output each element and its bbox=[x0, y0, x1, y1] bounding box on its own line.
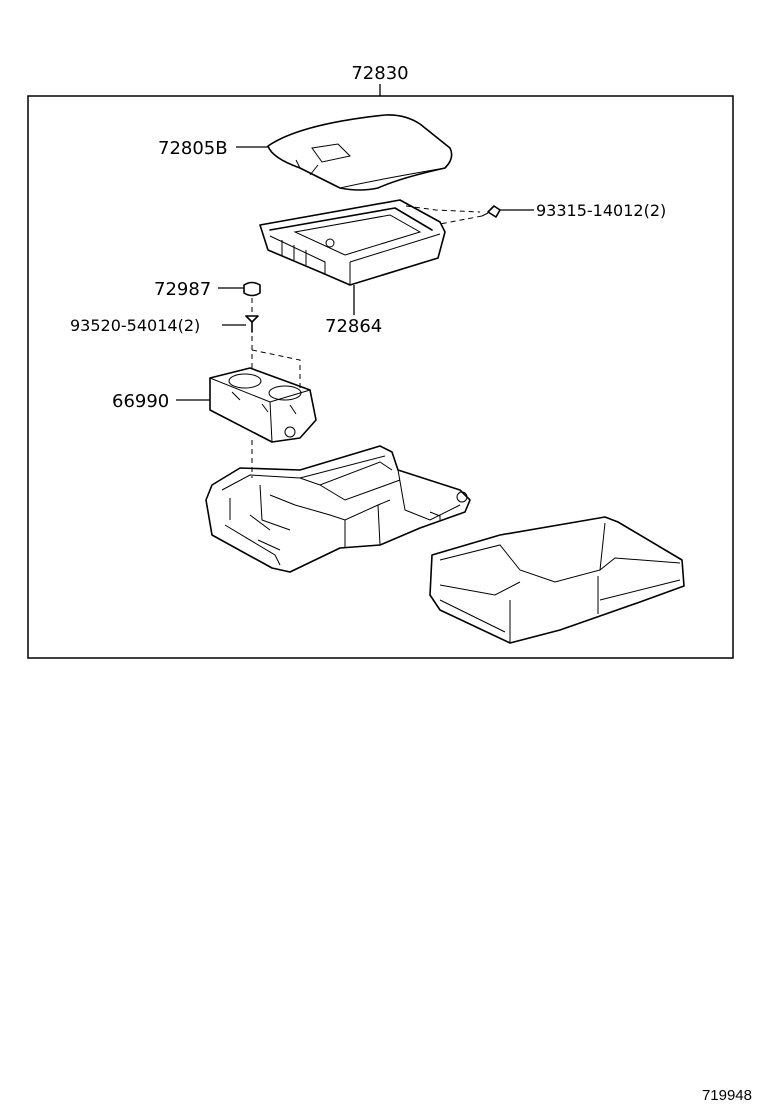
part-label-screw-right[interactable]: 93315-14012(2) bbox=[536, 201, 666, 220]
assembly-label[interactable]: 72830 bbox=[351, 63, 408, 84]
assembly-frame bbox=[27, 95, 734, 659]
part-label-lid[interactable]: 72805B bbox=[158, 138, 228, 159]
lower-cover-part[interactable] bbox=[429, 516, 685, 644]
reference-number: 719948 bbox=[701, 1087, 752, 1104]
part-label-cap[interactable]: 72987 bbox=[154, 279, 211, 300]
tray-part[interactable] bbox=[259, 199, 446, 286]
lid-part[interactable] bbox=[267, 114, 453, 191]
cup-holder-part[interactable] bbox=[209, 367, 317, 443]
screw-left-part[interactable] bbox=[245, 315, 259, 333]
cap-part[interactable] bbox=[243, 281, 261, 297]
screw-right-part[interactable] bbox=[481, 205, 501, 218]
part-label-tray[interactable]: 72864 bbox=[325, 316, 382, 337]
part-label-screw-left[interactable]: 93520-54014(2) bbox=[70, 316, 200, 335]
console-base-part[interactable] bbox=[205, 445, 471, 573]
part-label-cup-holder[interactable]: 66990 bbox=[112, 391, 169, 412]
